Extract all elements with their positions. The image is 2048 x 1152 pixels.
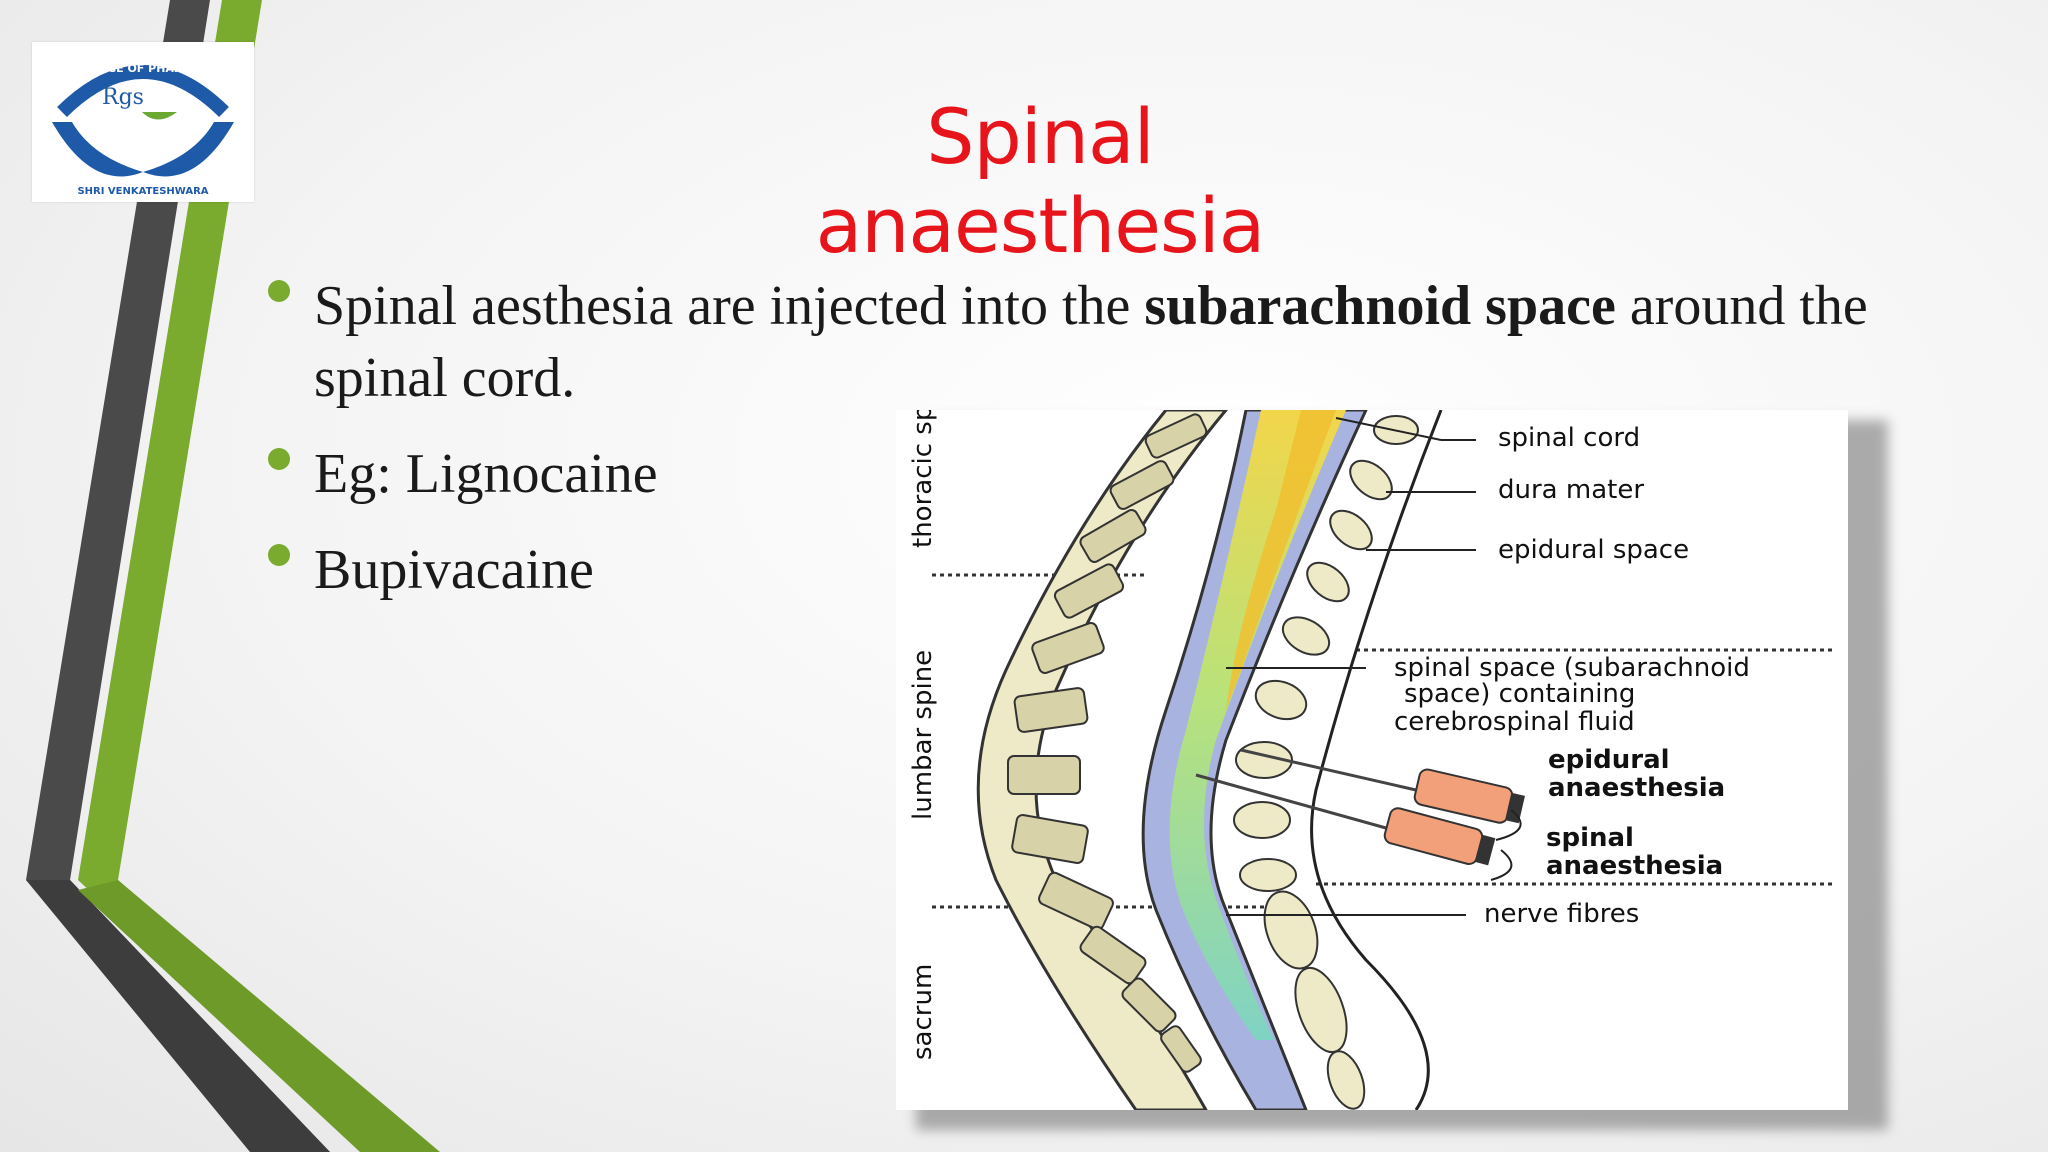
- skin-outline: [1310, 410, 1443, 1110]
- bullet-dot-icon: [268, 280, 290, 302]
- label-epidural-1: epidural: [1548, 745, 1670, 775]
- spinal-cord: [1226, 410, 1336, 710]
- label-epidural-2: anaesthesia: [1548, 773, 1726, 803]
- label-spinal-space-3: cerebrospinal fluid: [1394, 707, 1635, 737]
- label-spinal-cord: spinal cord: [1498, 423, 1641, 453]
- logo-ring-text: COLLEGE OF PHARMACY: [68, 62, 219, 75]
- bullet-item: Spinal aesthesia are injected into the s…: [268, 270, 1908, 414]
- cerebrospinal-fluid: [1169, 410, 1346, 1040]
- bullet-text: around the spinal cord.: [314, 275, 1868, 409]
- mortar-icon: [142, 112, 177, 120]
- logo-mark: Rgs: [102, 85, 144, 110]
- spine-diagram: thoracic spine lumbar spine sacrum spina…: [896, 410, 1848, 1110]
- label-spinal-space-1: spinal space (subarachnoid: [1394, 653, 1750, 683]
- bullet-list: Spinal aesthesia are injected into the s…: [268, 270, 1908, 630]
- label-nerve-fibres: nerve fibres: [1484, 899, 1640, 929]
- slide-title: Spinal anaesthesia: [815, 92, 1266, 270]
- college-logo: COLLEGE OF PHARMACY Rgs SHRI VENKATESHWA…: [32, 42, 254, 202]
- bullet-item: Eg: Lignocaine: [268, 438, 1908, 510]
- label-spinal-1: spinal: [1546, 823, 1634, 853]
- bullet-text: Bupivacaine: [314, 539, 594, 601]
- label-epidural-space: epidural space: [1498, 535, 1690, 565]
- label-spinal-2: anaesthesia: [1546, 851, 1724, 881]
- region-label-lumbar: lumbar spine: [908, 649, 938, 820]
- bullet-text: Spinal aesthesia are injected into the: [314, 275, 1145, 337]
- bullet-dot-icon: [268, 448, 290, 470]
- logo-bottom-text: SHRI VENKATESHWARA: [77, 186, 208, 197]
- label-dura-mater: dura mater: [1498, 475, 1645, 505]
- region-label-thoracic: thoracic spine: [908, 410, 938, 548]
- bullet-dot-icon: [268, 544, 290, 566]
- bullet-item: Bupivacaine: [268, 534, 1908, 606]
- epidural-syringe-icon: [1240, 748, 1525, 824]
- region-label-sacrum: sacrum: [908, 963, 938, 1060]
- green-stripe: [78, 0, 420, 1152]
- bullet-bold-text: subarachnoid space: [1144, 275, 1616, 337]
- label-spinal-space-2: space) containing: [1404, 679, 1636, 709]
- bottom-green-wedge: [78, 880, 440, 1152]
- bottom-dark-wedge: [26, 880, 330, 1152]
- spine-illustration: [932, 410, 1836, 1110]
- bullet-text: Eg: Lignocaine: [314, 443, 658, 505]
- dark-stripe: [26, 0, 330, 1152]
